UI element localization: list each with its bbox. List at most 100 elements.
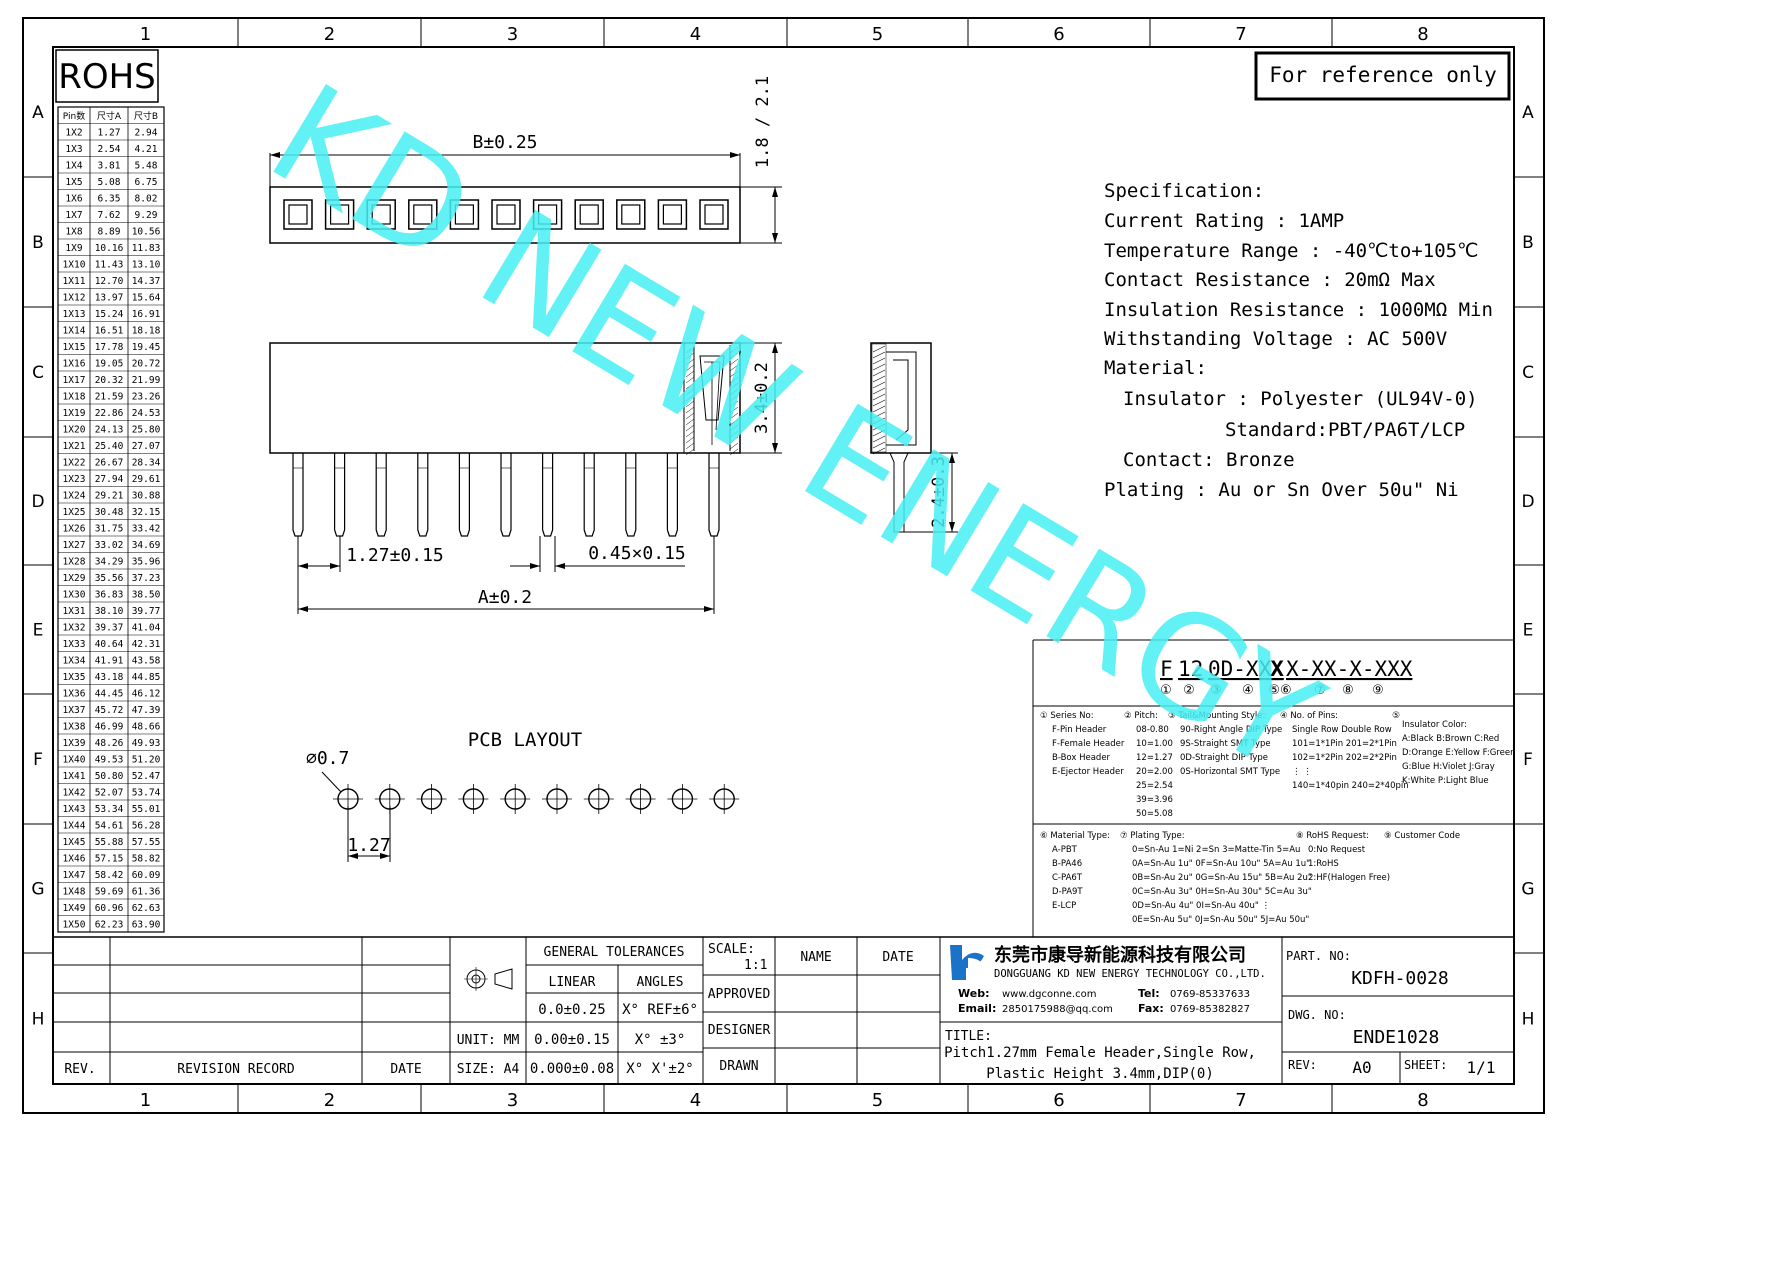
spec-line: Specification: [1104, 180, 1264, 202]
legend-line: 9S-Straight SMT Type [1180, 739, 1271, 749]
date-header: DATE [882, 950, 913, 965]
legend-line: ② Pitch: [1124, 711, 1158, 721]
row-label: F [1523, 750, 1533, 770]
unit-label: UNIT: MM [457, 1033, 520, 1048]
front-view: 3.4±0.2 1.27±0.15 0.45×0.15 A±0.2 [269, 342, 782, 614]
legend-line: ⑥ Material Type: [1040, 831, 1110, 841]
legend-line: Single Row Double Row [1292, 725, 1392, 735]
pin-table-cell: 9.29 [135, 210, 158, 221]
legend-line: A:Black B:Brown C:Red [1402, 734, 1499, 744]
contact-opening [657, 199, 688, 230]
dim-body-height-label: 3.4±0.2 [752, 362, 772, 434]
spec-line: Insulator : Polyester (UL94V-0) [1123, 388, 1478, 410]
column-label: 3 [507, 1090, 518, 1111]
drawing-title: Pitch1.27mm Female Header,Single Row, [944, 1045, 1256, 1061]
legend-line: 0=Sn-Au 1=Ni 2=Sn 3=Matte-Tin 5=Au [1132, 845, 1300, 855]
part-code-index: ③ [1210, 683, 1222, 698]
pin-tail [500, 453, 512, 537]
tolerance-linear: 0.000±0.08 [530, 1061, 614, 1077]
pin-table-header: Pin数 [63, 110, 85, 122]
part-code-index: ⑦ [1314, 683, 1326, 698]
row-label: C [1522, 363, 1534, 383]
pin-table-cell: 30.88 [132, 491, 161, 502]
spec-line: Current Rating : 1AMP [1104, 210, 1344, 232]
pin-table-header: 尺寸B [134, 110, 158, 122]
pin-table-cell: 46.99 [95, 722, 124, 733]
pin-table-cell: 20.72 [132, 359, 161, 370]
row-label: A [32, 103, 44, 123]
legend-line: ④ No. of Pins: [1280, 711, 1338, 721]
part-code-segment: 0D-XXX [1208, 657, 1284, 681]
part-no-value: KDFH-0028 [1351, 968, 1449, 989]
contact-opening [574, 199, 604, 230]
pin-table-cell: 58.42 [95, 870, 124, 881]
pin-table-cell: 18.18 [132, 326, 161, 337]
pin-table-cell: 58.82 [132, 854, 161, 865]
legend-line: 0S-Horizontal SMT Type [1180, 767, 1280, 777]
pin-table-cell: 6.75 [135, 177, 158, 188]
pin-table-cell: 17.78 [95, 342, 124, 353]
pin-tail [666, 453, 678, 537]
pin-table-cell: 23.26 [132, 392, 161, 403]
pin-table-cell: 41.91 [95, 656, 124, 667]
pin-table-cell: 3.81 [98, 161, 121, 172]
pin-table-cell: 1X16 [63, 359, 86, 370]
part-code-segment: X-XX-X-XXX [1286, 657, 1413, 681]
pin-table-cell: 46.12 [132, 689, 161, 700]
legend-line: ⑨ Customer Code [1384, 831, 1460, 841]
legend-line: 0B=Sn-Au 2u" 0G=Sn-Au 15u" 5B=Au 2u" [1132, 873, 1312, 883]
pin-table-cell: 1X3 [65, 144, 82, 155]
row-label: G [31, 880, 44, 900]
pin-table-cell: 24.13 [95, 425, 124, 436]
contact-opening [449, 199, 480, 230]
pin-table-cell: 60.96 [95, 903, 124, 914]
pin-table-cell: 1X4 [65, 161, 82, 172]
pin-table-cell: 1X12 [63, 293, 86, 304]
pin-table-cell: 38.10 [95, 606, 124, 617]
pin-table-cell: 1X7 [65, 210, 82, 221]
pin-tail [292, 453, 304, 537]
pin-table-cell: 1X26 [63, 524, 86, 535]
pin-table-cell: 53.34 [95, 804, 124, 815]
legend-line: 2:HF(Halogen Free) [1308, 873, 1390, 883]
pin-table-cell: 1X13 [63, 309, 86, 320]
pin-table-cell: 1X23 [63, 474, 86, 485]
dim-a-label: A±0.2 [478, 587, 532, 608]
pin-table-cell: 1X9 [65, 243, 82, 254]
spec-line: Standard:PBT/PA6T/LCP [1225, 419, 1465, 441]
pin-table-cell: 27.94 [95, 474, 124, 485]
pin-table-cell: 2.54 [98, 144, 121, 155]
rev-label: REV: [1288, 1058, 1317, 1072]
pin-table-cell: 35.96 [132, 557, 161, 568]
legend-line: 0:No Request [1308, 845, 1366, 855]
legend-line: 20=2.00 [1136, 767, 1173, 777]
spec-line: Insulation Resistance : 1000MΩ Min [1104, 299, 1493, 321]
pin-table-header: 尺寸A [97, 110, 122, 122]
pin-table-cell: 34.29 [95, 557, 124, 568]
pin-table-cell: 11.43 [95, 260, 124, 271]
email-value: 2850175988@qq.com [1002, 1004, 1113, 1015]
spec-line: Withstanding Voltage : AC 500V [1104, 328, 1447, 350]
pin-table-cell: 1X45 [63, 837, 86, 848]
pin-table-cell: 2.94 [135, 128, 158, 139]
pin-table-cell: 1X33 [63, 639, 86, 650]
legend-line: B-Box Header [1052, 753, 1111, 763]
dwg-no-label: DWG. NO: [1288, 1008, 1346, 1022]
contact-opening [324, 199, 355, 230]
legend-line: C-PA6T [1052, 873, 1083, 883]
pin-table-cell: 5.48 [135, 161, 158, 172]
pin-table-cell: 7.62 [98, 210, 121, 221]
pin-table-cell: 50.80 [95, 771, 124, 782]
angles-header: ANGLES [637, 975, 684, 990]
pin-table-cell: 38.50 [132, 590, 161, 601]
contact-openings [283, 199, 729, 230]
column-label: 8 [1417, 1090, 1428, 1111]
pin-table-cell: 41.04 [132, 623, 161, 634]
tolerance-linear: 0.00±0.15 [534, 1032, 610, 1048]
name-header: NAME [800, 950, 831, 965]
svg-text:For reference only: For reference only [1269, 63, 1497, 87]
pin-table-cell: 1X35 [63, 672, 86, 683]
